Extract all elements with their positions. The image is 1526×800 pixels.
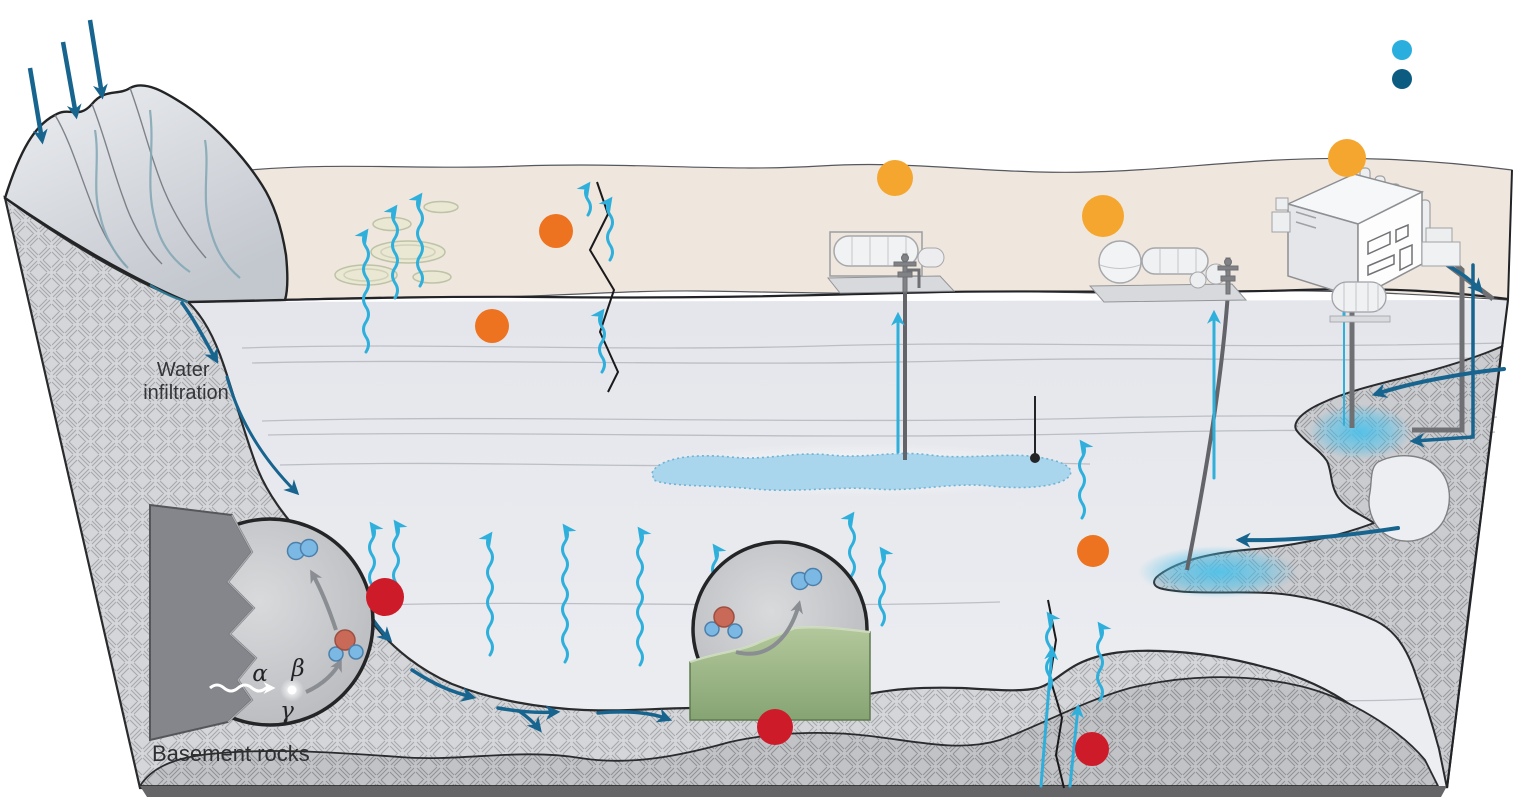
injection-arrow-top xyxy=(1371,367,1506,398)
sediment-cavity xyxy=(1368,455,1451,542)
radiation-wavy-arrow xyxy=(209,682,276,694)
block-bottom-edge xyxy=(140,786,1447,797)
legend-light-blue-dot xyxy=(1392,40,1412,60)
block-right-edge xyxy=(1445,299,1510,789)
storage-glow-upper xyxy=(1308,404,1412,460)
reaction-arrows xyxy=(305,569,342,694)
h2-wavy-arrow xyxy=(354,228,370,354)
marker-red-1 xyxy=(366,578,404,616)
skid-base xyxy=(1088,283,1248,303)
marker-orange-1 xyxy=(539,214,573,248)
h2-molecule-icon xyxy=(286,538,319,561)
legend xyxy=(1392,40,1412,89)
rain-arrow xyxy=(60,41,82,120)
h2-straight-arrow xyxy=(1039,645,1059,788)
rain-arrow xyxy=(27,67,48,145)
block-right-corner-edge xyxy=(1507,169,1513,301)
inset-radiolysis: α β γ xyxy=(165,517,375,727)
hydrogen-plant-icon xyxy=(1271,167,1461,323)
h2-wavy-arrow xyxy=(478,531,494,657)
storage-glow-lower xyxy=(1138,546,1298,598)
infiltration-arrow-long xyxy=(225,375,300,496)
legend-dark-blue-dot xyxy=(1392,69,1412,89)
marker-red-3 xyxy=(1075,732,1109,766)
mountain-streams xyxy=(93,109,241,304)
rain-arrow xyxy=(87,19,108,100)
reaction-arrow xyxy=(735,600,803,656)
contact-flow-arrow xyxy=(596,708,673,723)
skid-base xyxy=(826,275,956,294)
right-basement-mass xyxy=(1138,345,1504,789)
infiltration-arrow-short xyxy=(180,301,219,364)
facility-1 xyxy=(826,231,956,294)
contact-flow-arrow xyxy=(496,705,561,721)
gamma-label: γ xyxy=(280,698,294,724)
marker-yellow-1 xyxy=(877,160,913,196)
wellhead-icon xyxy=(893,253,921,293)
marker-yellow-2 xyxy=(1082,195,1124,237)
contact-flow-arrow xyxy=(410,668,477,702)
h2-reservoir-lens xyxy=(640,443,1080,497)
plant-tank-icon xyxy=(1329,281,1391,323)
plant-block xyxy=(1271,211,1291,233)
sphere-tank-icon xyxy=(1098,240,1142,284)
beta-label: β xyxy=(290,656,304,682)
plant-structure xyxy=(1421,241,1461,267)
water-infiltration-label: Water infiltration xyxy=(143,359,229,404)
facility-2 xyxy=(1088,240,1248,303)
small-sphere-icon xyxy=(1189,271,1207,289)
process-markers xyxy=(366,139,1366,766)
production-well-2 xyxy=(1185,291,1230,571)
storage-tanks-icon xyxy=(833,235,919,267)
marker-red-2 xyxy=(757,709,793,745)
h2o-molecule-icon xyxy=(704,606,743,639)
plant-block xyxy=(1275,197,1289,211)
deep-basement-mass xyxy=(138,676,1440,787)
marker-yellow-3 xyxy=(1328,139,1366,177)
h2-wavy-arrow xyxy=(598,196,614,262)
mountains xyxy=(3,84,289,304)
h2-wavy-arrow xyxy=(590,308,606,374)
h2-molecule-icon xyxy=(790,567,823,591)
h2-straight-arrow xyxy=(1068,703,1084,788)
marker-orange-3 xyxy=(1077,535,1109,567)
vessel-icon xyxy=(1141,247,1209,275)
h2-wavy-arrow xyxy=(1096,621,1112,702)
marker-orange-2 xyxy=(475,309,509,343)
h2-wavy-arrow xyxy=(636,526,652,667)
inset-serpentinization xyxy=(691,540,869,718)
h2-wavy-arrow xyxy=(576,181,592,217)
h2-wavy-arrow xyxy=(561,523,577,664)
surface-seeps xyxy=(334,200,459,286)
plant-windows xyxy=(1295,211,1413,277)
fault-line-2 xyxy=(1047,599,1065,789)
small-tank-icon xyxy=(917,247,945,268)
h2-wavy-arrow xyxy=(383,204,399,300)
alpha-label: α xyxy=(252,661,268,687)
h2-wavy-arrow xyxy=(1078,439,1094,520)
contact-flow-arrow xyxy=(517,709,542,733)
injection-arrow-lower xyxy=(1235,526,1400,548)
plant-structure xyxy=(1425,227,1453,243)
monitoring-well-tip xyxy=(1030,453,1040,463)
h2o-molecule-icon xyxy=(328,629,364,662)
h2-wavy-arrow xyxy=(878,546,894,627)
h2-wavy-arrow xyxy=(408,192,424,288)
rain-arrows xyxy=(27,19,108,145)
basement-rocks-label: Basement rocks xyxy=(152,741,310,766)
injection-arrow-pipe xyxy=(1409,263,1475,448)
wellhead-icon xyxy=(1217,257,1239,295)
